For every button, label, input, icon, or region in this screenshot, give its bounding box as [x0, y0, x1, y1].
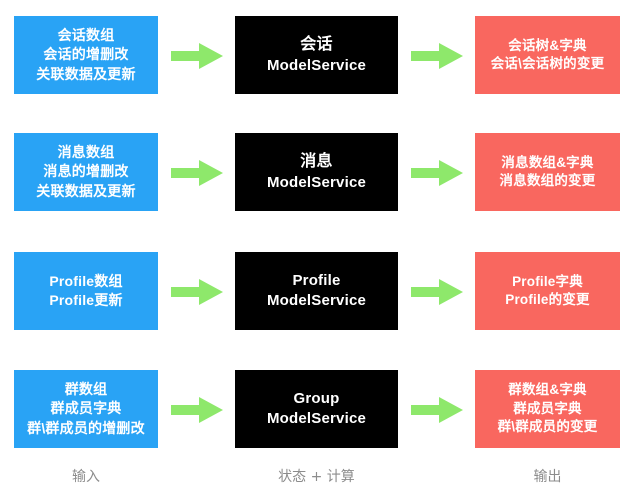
output-line: 消息数组的变更 — [499, 173, 596, 188]
output-box-group: 群数组&字典 群成员字典 群\群成员的变更 — [475, 370, 620, 448]
input-line: 关联数据及更新 — [36, 65, 136, 82]
service-line: Group — [293, 389, 340, 407]
service-line: Profile — [292, 271, 341, 289]
column-label-input: 输入 — [72, 469, 100, 485]
input-line: 群成员字典 — [50, 400, 122, 417]
arrow-right-icon — [411, 397, 463, 423]
output-line: 会话树&字典 — [508, 37, 587, 53]
output-box-profile: Profile字典 Profile的变更 — [475, 252, 620, 330]
output-box-message: 消息数组&字典 消息数组的变更 — [475, 133, 620, 211]
input-line: 群\群成员的增删改 — [27, 419, 145, 436]
service-line: 会话 — [300, 35, 333, 53]
service-box-session: 会话 ModelService — [235, 16, 398, 94]
pipeline-row-session: 会话数组 会话的增删改 关联数据及更新 会话 ModelService 会话树&… — [0, 16, 640, 94]
input-box-message: 消息数组 消息的增删改 关联数据及更新 — [14, 133, 158, 211]
output-line: 群数组&字典 — [508, 382, 587, 398]
output-line: 群成员字典 — [513, 400, 582, 416]
service-line: ModelService — [266, 410, 367, 427]
service-line: ModelService — [266, 56, 367, 74]
output-box-session: 会话树&字典 会话\会话树的变更 — [475, 16, 620, 94]
arrow-right-icon — [171, 279, 223, 305]
service-box-message: 消息 ModelService — [235, 133, 398, 211]
pipeline-row-group: 群数组 群成员字典 群\群成员的增删改 Group ModelService 群… — [0, 370, 640, 448]
output-line: 消息数组&字典 — [501, 154, 594, 170]
input-line: Profile更新 — [49, 292, 123, 308]
arrow-right-icon — [171, 397, 223, 423]
column-label-service: 状态 + 计算 — [278, 469, 355, 485]
input-line: 群数组 — [64, 381, 108, 398]
input-box-session: 会话数组 会话的增删改 关联数据及更新 — [14, 16, 158, 94]
pipeline-row-profile: Profile数组 Profile更新 Profile ModelService… — [0, 252, 640, 330]
output-line: Profile字典 — [512, 273, 583, 289]
input-line: 会话的增删改 — [43, 46, 129, 63]
input-line: 会话数组 — [57, 27, 115, 44]
output-line: 群\群成员的变更 — [497, 419, 598, 435]
input-line: 消息的增删改 — [43, 163, 129, 180]
output-line: 会话\会话树的变更 — [490, 56, 605, 71]
arrow-right-icon — [411, 43, 463, 69]
arrow-right-icon — [411, 279, 463, 305]
service-line: ModelService — [266, 173, 367, 191]
input-line: 关联数据及更新 — [36, 182, 136, 199]
pipeline-row-message: 消息数组 消息的增删改 关联数据及更新 消息 ModelService 消息数组… — [0, 133, 640, 211]
column-label-output: 输出 — [533, 469, 562, 485]
input-box-group: 群数组 群成员字典 群\群成员的增删改 — [14, 370, 158, 448]
service-box-profile: Profile ModelService — [235, 252, 398, 330]
arrow-right-icon — [411, 160, 463, 186]
input-line: Profile数组 — [49, 272, 123, 289]
service-box-group: Group ModelService — [235, 370, 398, 448]
arrow-right-icon — [171, 160, 223, 186]
input-line: 消息数组 — [57, 144, 115, 161]
input-box-profile: Profile数组 Profile更新 — [14, 252, 158, 330]
service-line: 消息 — [300, 152, 333, 170]
arrow-right-icon — [171, 43, 223, 69]
service-line: ModelService — [266, 292, 367, 309]
output-line: Profile的变更 — [505, 292, 590, 307]
